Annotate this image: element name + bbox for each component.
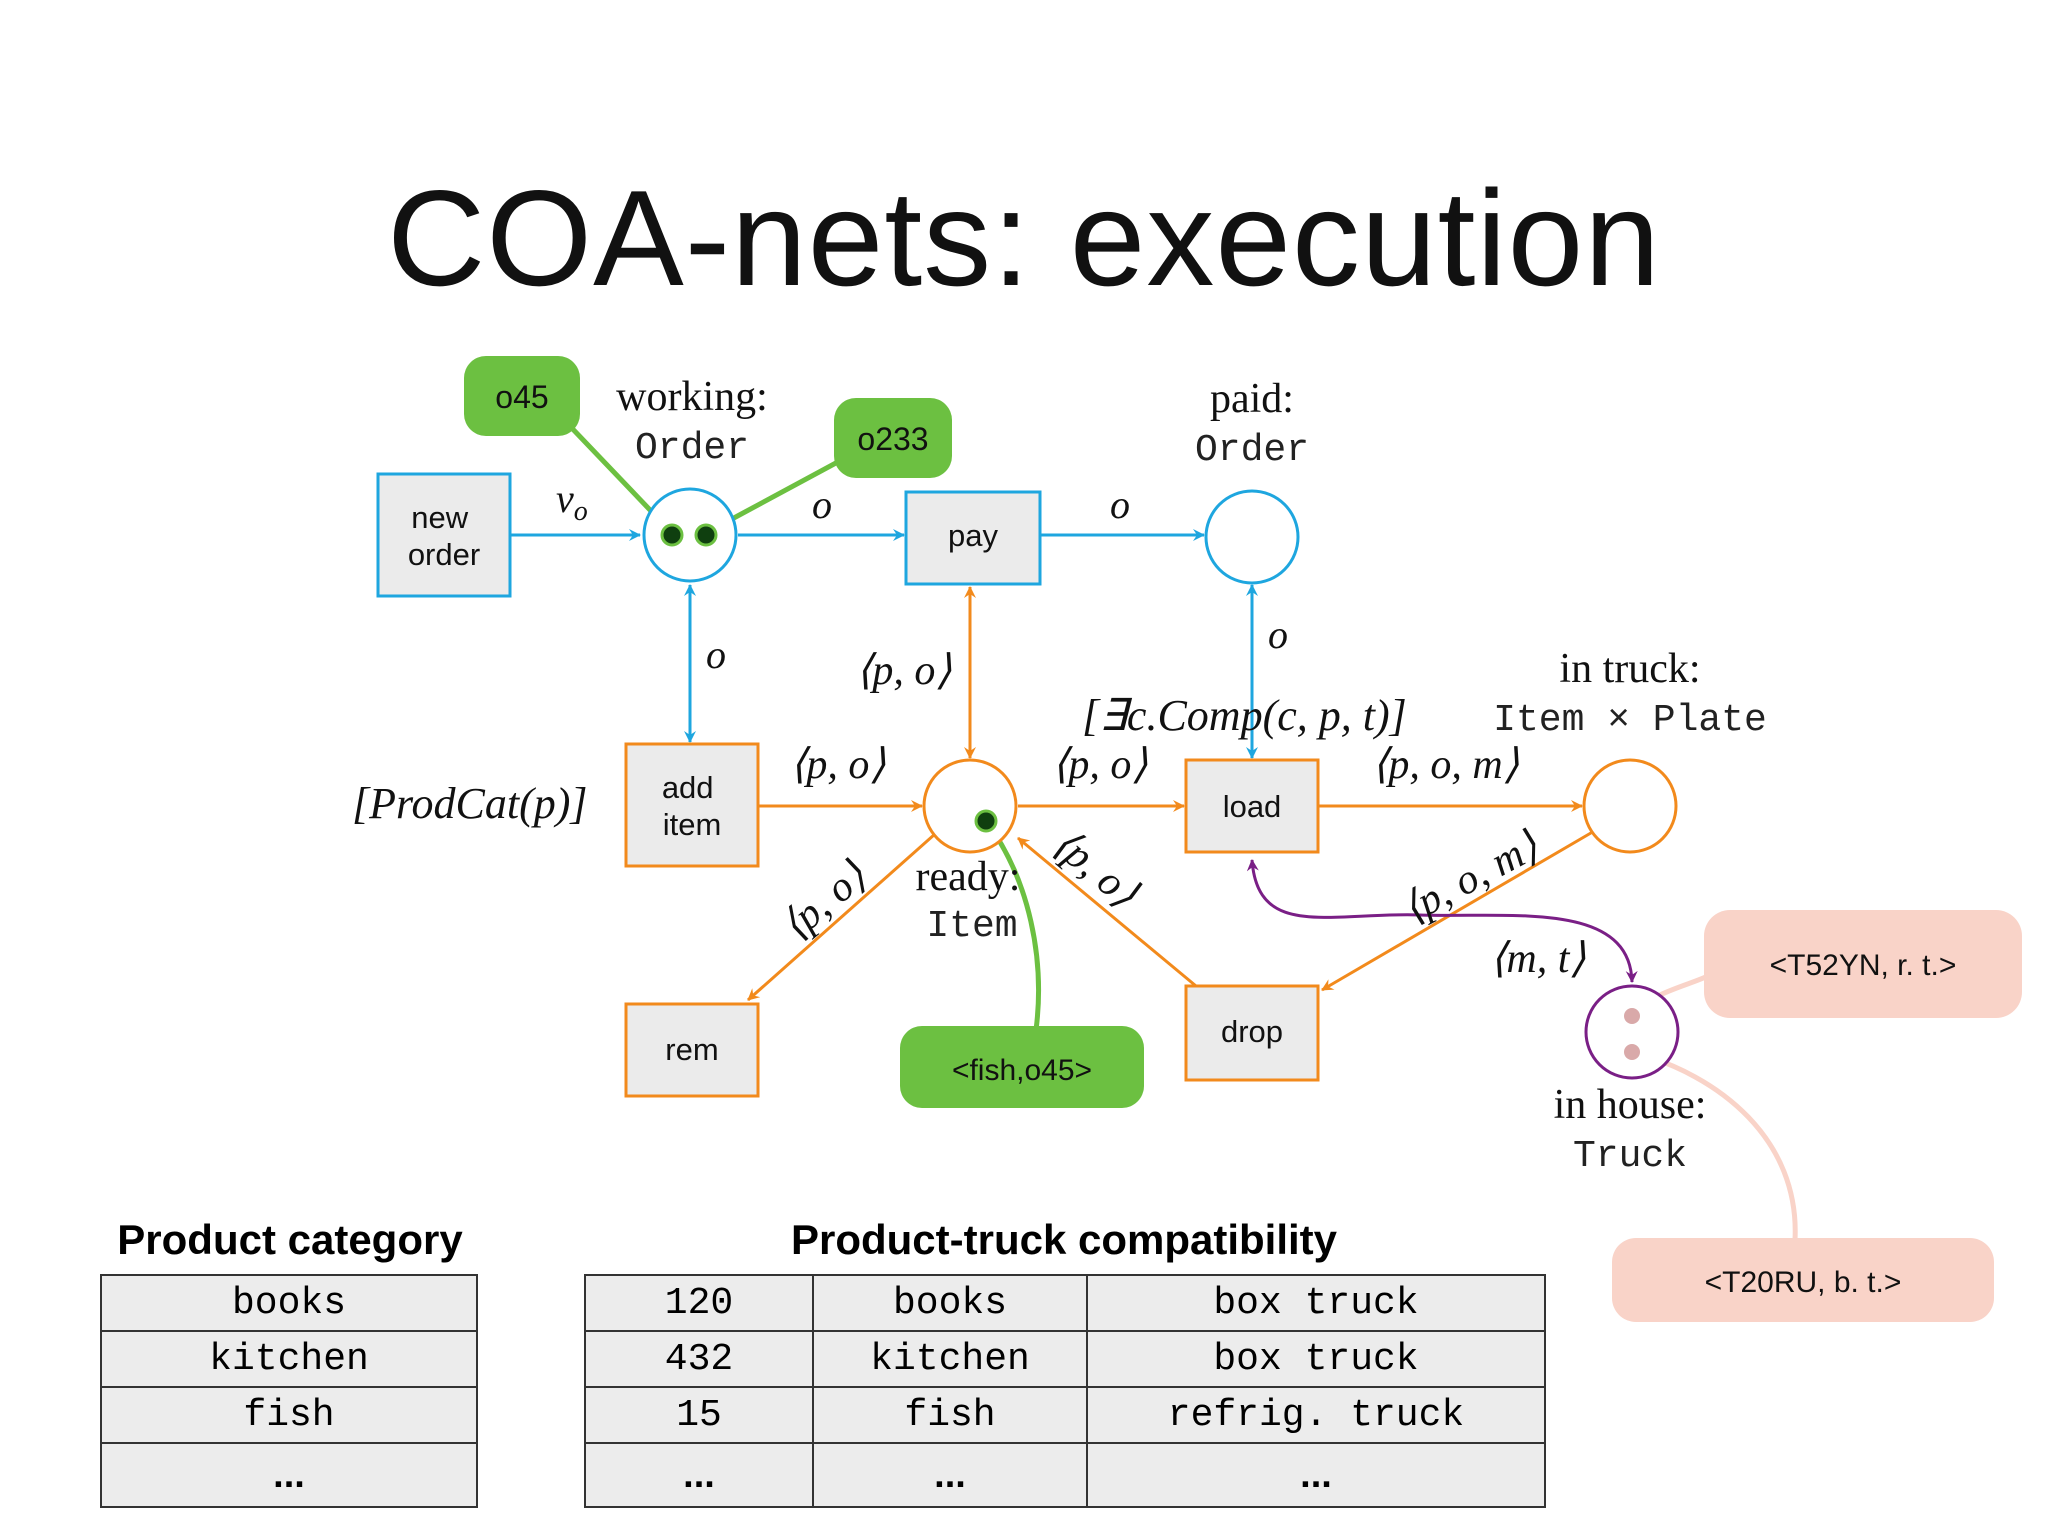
place-ready-type: Item bbox=[926, 905, 1017, 948]
transition-new-order bbox=[376, 472, 512, 598]
place-working-name: working: bbox=[616, 374, 768, 420]
table-row: fish bbox=[100, 1386, 478, 1444]
transition-add-item-label-1: add bbox=[662, 770, 714, 805]
product-category-title: Product category bbox=[117, 1216, 463, 1263]
arc-label-o-working-pay: o bbox=[812, 482, 832, 527]
arc-label-nu-sub: o bbox=[574, 496, 588, 527]
token-callout-o233 bbox=[834, 398, 952, 478]
place-intruck-name: in truck: bbox=[1559, 646, 1700, 692]
token-callout-o45 bbox=[464, 356, 580, 436]
table-cell: fish bbox=[812, 1386, 1088, 1444]
transition-add-item-label-2: item bbox=[663, 807, 722, 842]
transition-load-label: load bbox=[1223, 789, 1282, 824]
table-cell: ... bbox=[584, 1442, 814, 1508]
token-callout-o45-label: o45 bbox=[495, 379, 548, 415]
guard-add-item: [ProdCat(p)] bbox=[352, 779, 588, 828]
table-cell: ... bbox=[1086, 1442, 1546, 1508]
table-cell: box truck bbox=[1086, 1274, 1546, 1332]
table-cell: ... bbox=[100, 1442, 478, 1508]
token-dot-t52yn bbox=[1624, 1008, 1640, 1024]
token-callout-o233-label: o233 bbox=[857, 421, 928, 457]
place-intruck bbox=[1582, 758, 1678, 854]
table-row: 15 fish refrig. truck bbox=[584, 1386, 1546, 1444]
table-row: books bbox=[100, 1274, 478, 1332]
token-line-fish bbox=[983, 819, 1041, 1031]
place-paid-type: Order bbox=[1195, 429, 1309, 472]
table-cell: refrig. truck bbox=[1086, 1386, 1546, 1444]
table-row: 432 kitchen box truck bbox=[584, 1330, 1546, 1388]
arc-label-mt-load-house: ⟨m, t⟩ bbox=[1490, 936, 1586, 982]
compatibility-title: Product-truck compatibility bbox=[790, 1216, 1338, 1263]
token-dot-fish bbox=[974, 809, 998, 833]
transition-rem bbox=[624, 1002, 760, 1098]
arc-label-o-pay-paid: o bbox=[1110, 482, 1130, 527]
table-cell: fish bbox=[100, 1386, 478, 1444]
arc-label-po-pay-ready: ⟨p, o⟩ bbox=[856, 648, 952, 694]
table-cell: books bbox=[812, 1274, 1088, 1332]
transition-drop-label: drop bbox=[1221, 1014, 1283, 1049]
transition-new-order-label-2: order bbox=[408, 537, 480, 572]
guard-load: [∃c.Comp(c, p, t)] bbox=[1082, 691, 1407, 740]
arc-label-po-add-ready: ⟨p, o⟩ bbox=[790, 742, 886, 788]
table-row: 120 books box truck bbox=[584, 1274, 1546, 1332]
token-callout-t52yn-label: <T52YN, r. t.> bbox=[1770, 949, 1957, 982]
transition-pay-label: pay bbox=[948, 518, 998, 553]
token-dot-o45 bbox=[660, 523, 684, 547]
table-row: kitchen bbox=[100, 1330, 478, 1388]
svg-text:νo: νo bbox=[556, 476, 588, 527]
place-inhouse bbox=[1584, 984, 1680, 1080]
arc-label-o-working-add: o bbox=[706, 632, 726, 677]
transition-rem-label: rem bbox=[665, 1032, 718, 1067]
product-category-table: books kitchen fish ... bbox=[100, 1274, 478, 1508]
table-cell: 15 bbox=[584, 1386, 814, 1444]
arc-label-nu: ν bbox=[556, 476, 574, 521]
arc-drop-ready bbox=[1017, 836, 1197, 988]
compatibility-table: 120 books box truck 432 kitchen box truc… bbox=[584, 1274, 1546, 1508]
token-dot-t20ru bbox=[1624, 1044, 1640, 1060]
arc-ready-rem bbox=[747, 832, 936, 1002]
svg-text:new order: new order bbox=[408, 500, 480, 572]
place-paid-name: paid: bbox=[1210, 376, 1294, 422]
arc-label-po-ready-load: ⟨p, o⟩ bbox=[1052, 742, 1148, 788]
transition-pay bbox=[904, 490, 1042, 586]
table-row: ... bbox=[100, 1442, 478, 1508]
table-cell: books bbox=[100, 1274, 478, 1332]
arc-label-pom-load-truck: ⟨p, o, m⟩ bbox=[1372, 742, 1519, 788]
place-ready-name: ready: bbox=[916, 854, 1021, 900]
transition-new-order-label-1: new bbox=[411, 500, 468, 535]
place-paid bbox=[1204, 489, 1300, 585]
place-intruck-type: Item × Plate bbox=[1493, 699, 1767, 742]
place-working bbox=[642, 487, 738, 583]
token-callout-t20ru bbox=[1612, 1238, 1994, 1322]
svg-text:add item: add item bbox=[662, 770, 722, 842]
transition-drop bbox=[1184, 984, 1320, 1082]
token-callout-t20ru-label: <T20RU, b. t.> bbox=[1705, 1266, 1902, 1299]
token-callout-fish bbox=[900, 1026, 1144, 1108]
place-inhouse-name: in house: bbox=[1554, 1082, 1707, 1128]
place-inhouse-type: Truck bbox=[1573, 1135, 1687, 1178]
token-callout-t52yn bbox=[1704, 910, 2022, 1018]
table-cell: 120 bbox=[584, 1274, 814, 1332]
token-callout-fish-label: <fish,o45> bbox=[952, 1054, 1092, 1087]
transition-add-item bbox=[624, 742, 760, 868]
table-cell: ... bbox=[812, 1442, 1088, 1508]
arc-label-o-paid-load: o bbox=[1268, 612, 1288, 657]
token-dot-o233 bbox=[694, 523, 718, 547]
arc-load-inhouse bbox=[1246, 859, 1638, 983]
table-cell: kitchen bbox=[812, 1330, 1088, 1388]
transition-load bbox=[1184, 758, 1320, 854]
place-ready bbox=[922, 758, 1018, 854]
table-cell: kitchen bbox=[100, 1330, 478, 1388]
table-cell: box truck bbox=[1086, 1330, 1546, 1388]
slide-title: COA-nets: execution bbox=[387, 162, 1661, 314]
table-cell: 432 bbox=[584, 1330, 814, 1388]
place-working-type: Order bbox=[635, 427, 749, 470]
table-row: ... ... ... bbox=[584, 1442, 1546, 1508]
